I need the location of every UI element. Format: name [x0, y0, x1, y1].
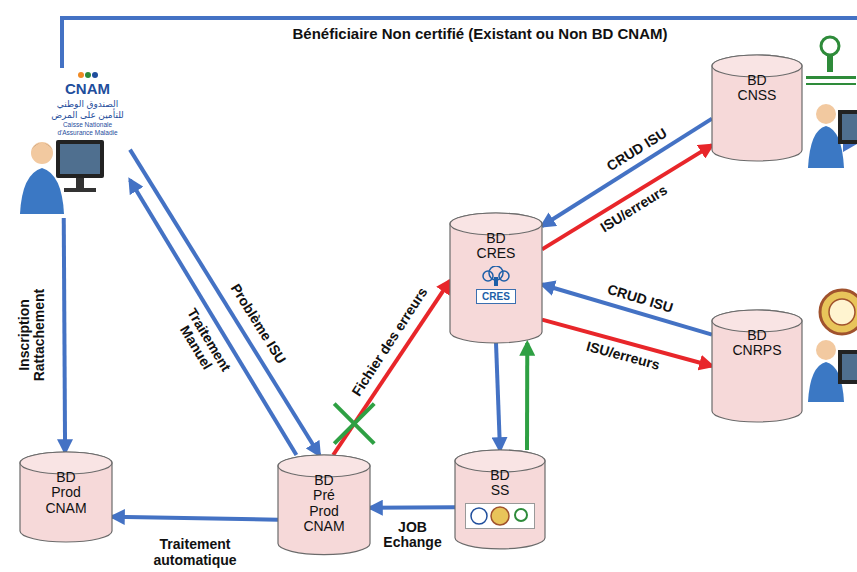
database-cylinder: BD SS	[455, 450, 545, 549]
cylinder-outline	[712, 55, 802, 161]
database-name: BD CNRPS	[732, 328, 781, 359]
edge-label: Fichier des erreurs	[348, 284, 432, 401]
edge-label: Traitement automatique	[146, 537, 245, 568]
cnss-logo	[806, 37, 856, 85]
cancel-cross	[334, 404, 374, 444]
database-name: BD SS	[490, 468, 509, 499]
logo-text: CRES	[476, 289, 516, 304]
flow-arrow	[496, 343, 500, 450]
logo-text: CNAM	[45, 80, 130, 99]
ss-logos	[465, 503, 535, 529]
database-cylinder: BD CRES CRES	[450, 213, 542, 343]
flow-arrow	[370, 505, 455, 509]
flow-arrow	[130, 150, 319, 455]
flow-title-label: Bénéficiaire Non certifié (Existant ou N…	[289, 25, 670, 42]
cnrps-seal	[820, 290, 857, 334]
cylinder-outline	[712, 310, 802, 422]
cnam-logo-dots	[73, 70, 103, 80]
database-name: BD CNSS	[738, 73, 777, 104]
logo-text: الصندوق الوطني للتأمين على المرض	[45, 99, 130, 122]
flow-arrow	[333, 281, 450, 455]
cnam-agent-icon	[20, 140, 104, 214]
flow-arrow	[64, 218, 65, 452]
flow-arrow	[112, 517, 278, 520]
database-cylinder: BD Prod CNAM	[20, 452, 112, 542]
flow-arrow	[130, 180, 296, 455]
database-cylinder: BD CNSS	[712, 55, 802, 161]
edge-label: Inscription Rattachement	[17, 283, 48, 387]
cnss-agent-icon	[808, 104, 857, 168]
database-name: BD Pré Prod CNAM	[303, 473, 344, 535]
database-name: BD Prod CNAM	[45, 470, 86, 516]
organisation-actor: CNAMالصندوق الوطني للتأمين على المرضCais…	[5, 66, 130, 218]
database-name: BD CRES	[477, 231, 516, 262]
database-cylinder: BD CNRPS	[712, 310, 802, 422]
edge-label: JOB Echange	[376, 519, 450, 550]
cnrps-agent-icon	[808, 340, 857, 402]
cylinder-outline	[455, 450, 545, 549]
database-cylinder: BD Pré Prod CNAM	[278, 455, 370, 555]
flow-arrow	[525, 343, 529, 450]
cres-tree-icon	[476, 266, 516, 286]
logo-text: Caisse Nationale d'Assurance Maladie	[45, 121, 130, 137]
